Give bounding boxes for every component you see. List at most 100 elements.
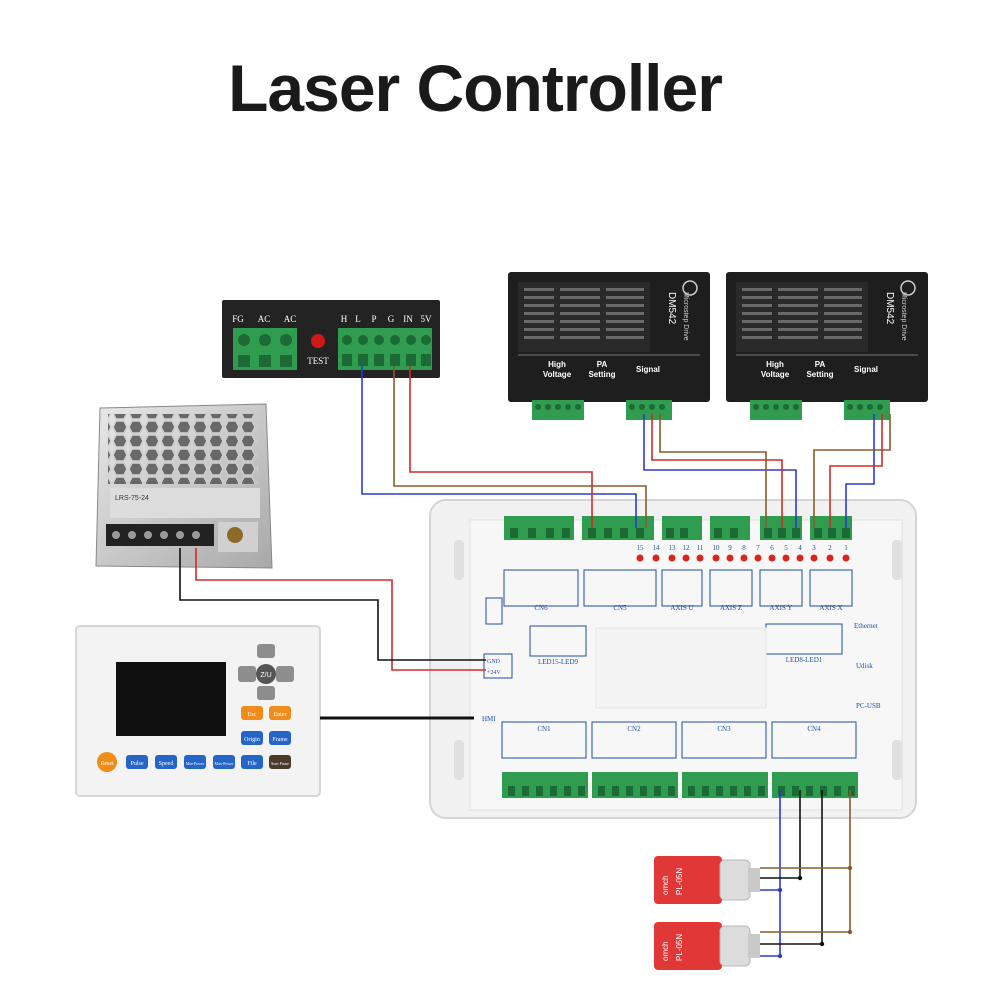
sensor2-brand: omch [661, 941, 670, 961]
svg-text:Voltage: Voltage [761, 370, 790, 379]
btn-pulse: Pulse [130, 761, 143, 767]
btn-esc: Esc [248, 712, 257, 718]
psu-label-fg: FG [232, 314, 244, 324]
driver2-logo-icon [900, 280, 916, 296]
wire-laser-red [409, 366, 593, 528]
cn6-label: CN6 [534, 604, 548, 612]
pin-8: 8 [742, 544, 746, 552]
btn-reset: Reset [100, 761, 114, 767]
svg-text:High: High [766, 360, 784, 369]
stepper-driver-2: DM542 Microstep Drive High Voltage PA Se… [726, 272, 928, 420]
page-title: Laser Controller [228, 51, 723, 125]
axis-z-label: AXIS Z [720, 604, 742, 612]
sensor2-model: PL-05N [675, 934, 684, 961]
wire-24v-red [195, 548, 486, 671]
driver1-model: DM542 [666, 292, 677, 325]
svg-text:PA: PA [815, 360, 826, 369]
cn5-label: CN5 [613, 604, 627, 612]
cn3-label: CN3 [717, 725, 731, 733]
arrow-up-icon [257, 644, 275, 658]
ethernet-label: Ethernet [854, 622, 878, 630]
v24-pin-label: +24V [487, 670, 501, 676]
wire-drv1-red [651, 414, 783, 528]
psu-terminal-right [342, 335, 431, 366]
hmi-label: HMI [482, 715, 496, 723]
led-left-label: LED15-LED9 [538, 658, 579, 666]
btn-start-pause: Start Pause [271, 761, 289, 766]
svg-text:Signal: Signal [636, 365, 660, 374]
wire-laser-brown [393, 366, 647, 528]
axis-x-label: AXIS X [819, 604, 842, 612]
svg-text:Voltage: Voltage [543, 370, 572, 379]
sensor1-brand: omch [661, 875, 670, 895]
wire-drv2-brown [813, 414, 891, 528]
driver2-brand: Microstep Drive [900, 292, 907, 341]
pin-1: 1 [844, 544, 848, 552]
btn-max-power: Max-Power [215, 761, 235, 766]
wire-drv1-blue [643, 414, 797, 528]
pin-9: 9 [728, 544, 732, 552]
power-supply-24v: LRS-75-24 [95, 403, 273, 569]
pin-15: 15 [637, 544, 645, 552]
svg-text:High: High [548, 360, 566, 369]
svg-text:PA: PA [597, 360, 608, 369]
udisk-label: Udisk [856, 662, 873, 670]
pin-2: 2 [828, 544, 832, 552]
psu-label-5v: 5V [421, 314, 433, 324]
axis-u-label: AXIS U [670, 604, 693, 612]
psu24-coil-icon [227, 527, 243, 543]
svg-text:Setting: Setting [588, 370, 615, 379]
pin-14: 14 [653, 544, 661, 552]
status-leds [636, 554, 850, 562]
wire-drv2-blue [845, 414, 875, 528]
pin-13: 13 [669, 544, 677, 552]
test-label: TEST [307, 356, 329, 366]
psu-label-ac2: AC [284, 314, 297, 324]
btn-min-power: Min-Power [186, 761, 205, 766]
btn-speed: Speed [159, 761, 174, 767]
wire-24v-black [179, 548, 486, 661]
pin-3: 3 [812, 544, 816, 552]
wire-drv1-brown [659, 414, 767, 528]
sensor1-model: PL-05N [675, 868, 684, 895]
pin-4: 4 [798, 544, 802, 552]
btn-file: File [247, 761, 257, 767]
psu-terminal-left [238, 334, 292, 367]
pin-10: 10 [713, 544, 721, 552]
psu-label-ac1: AC [258, 314, 271, 324]
driver2-model: DM542 [884, 292, 895, 325]
laser-power-supply: TEST FG AC AC H L P G IN 5V [222, 300, 440, 378]
pc-usb-label: PC-USB [856, 702, 881, 710]
axis-y-label: AXIS Y [770, 604, 793, 612]
pin-7: 7 [756, 544, 760, 552]
cn2-label: CN2 [627, 725, 641, 733]
wire-drv2-red [829, 414, 883, 528]
limit-sensor-1: omch PL-05N [654, 856, 760, 904]
limit-sensor-2: omch PL-05N [654, 922, 760, 970]
hmi-panel: Z/U Esc Enter Origin Frame Reset Pulse S… [75, 625, 321, 797]
wires [179, 366, 891, 957]
driver1-brand: Microstep Drive [682, 292, 689, 341]
arrow-right-icon [276, 666, 294, 682]
pin-11: 11 [697, 544, 704, 552]
btn-origin: Origin [244, 737, 260, 743]
led-right-label: LED8-LED1 [786, 656, 823, 664]
driver1-logo-icon [682, 280, 698, 296]
gnd-pin-label: GND [487, 659, 501, 665]
test-button-icon [311, 334, 325, 348]
psu-label-p: P [371, 314, 376, 324]
psu-label-in: IN [403, 314, 413, 324]
btn-enter: Enter [274, 712, 287, 718]
arrow-left-icon [238, 666, 256, 682]
zu-label: Z/U [260, 672, 271, 679]
pin-5: 5 [784, 544, 788, 552]
controller-board: 15 14 13 12 11 10 9 8 7 6 5 4 3 2 1 [429, 499, 917, 819]
psu-label-l: L [355, 314, 361, 324]
wire-laser-blue [361, 366, 637, 528]
psu-label-h: H [341, 314, 348, 324]
psu-label-g: G [388, 314, 395, 324]
pin-12: 12 [683, 544, 691, 552]
cn4-label: CN4 [807, 725, 821, 733]
hmi-screen [116, 662, 226, 736]
